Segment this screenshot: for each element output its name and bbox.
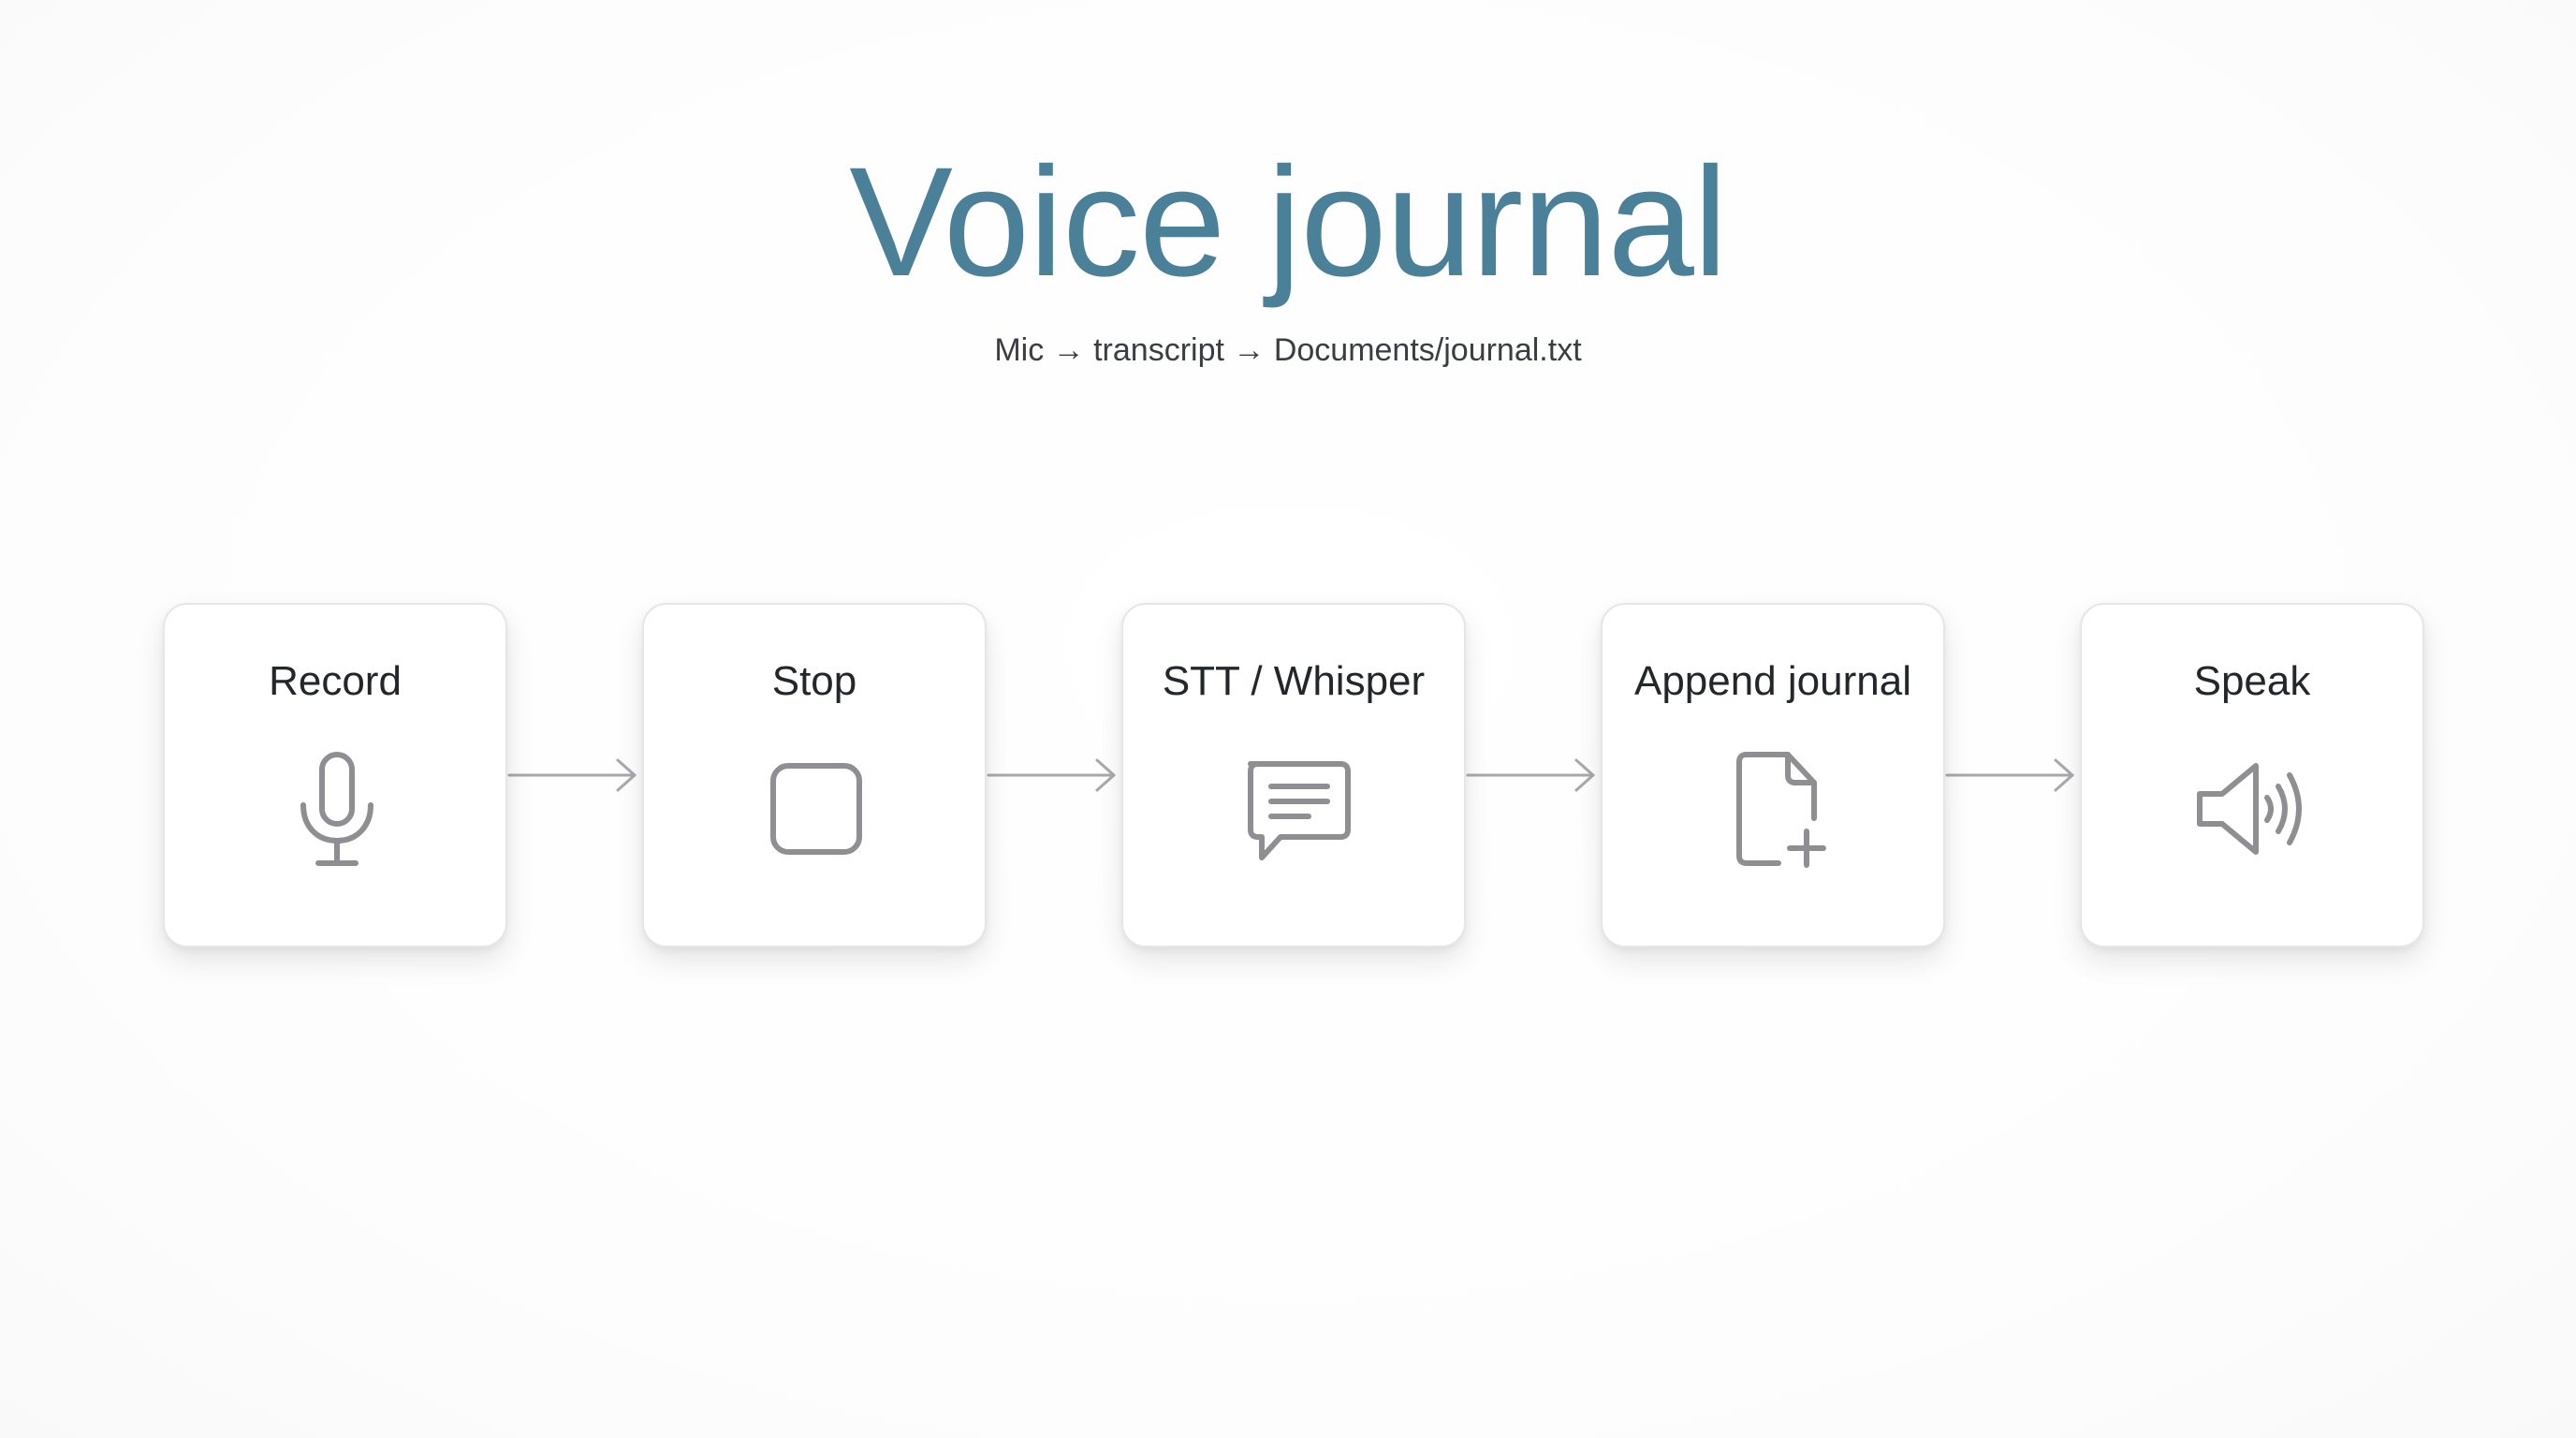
chat-bubble-icon — [1230, 743, 1361, 874]
arrow-record-to-stop — [507, 758, 637, 792]
arrow-stt-to-append — [1466, 758, 1595, 792]
step-card-stop: Stop — [642, 603, 987, 947]
step-label: Append journal — [1633, 658, 1911, 704]
step-card-speak: Speak — [2080, 603, 2424, 947]
stop-square-icon — [751, 743, 882, 874]
arrow-append-to-speak — [1945, 758, 2074, 792]
step-card-stt-whisper: STT / Whisper — [1121, 603, 1466, 947]
speaker-icon — [2188, 743, 2320, 874]
step-card-record: Record — [163, 603, 507, 947]
microphone-icon — [271, 743, 402, 874]
step-label: STT / Whisper — [1162, 658, 1426, 704]
page-title: Voice journal — [849, 136, 1728, 309]
page-subtitle: Mic → transcript → Documents/journal.txt — [994, 332, 1582, 368]
step-card-append-journal: Append journal — [1601, 603, 1945, 947]
step-label: Stop — [771, 658, 857, 704]
step-label: Speak — [2193, 658, 2311, 704]
arrow-stop-to-stt — [987, 758, 1116, 792]
step-label: Record — [269, 658, 402, 704]
file-plus-icon — [1709, 743, 1840, 874]
